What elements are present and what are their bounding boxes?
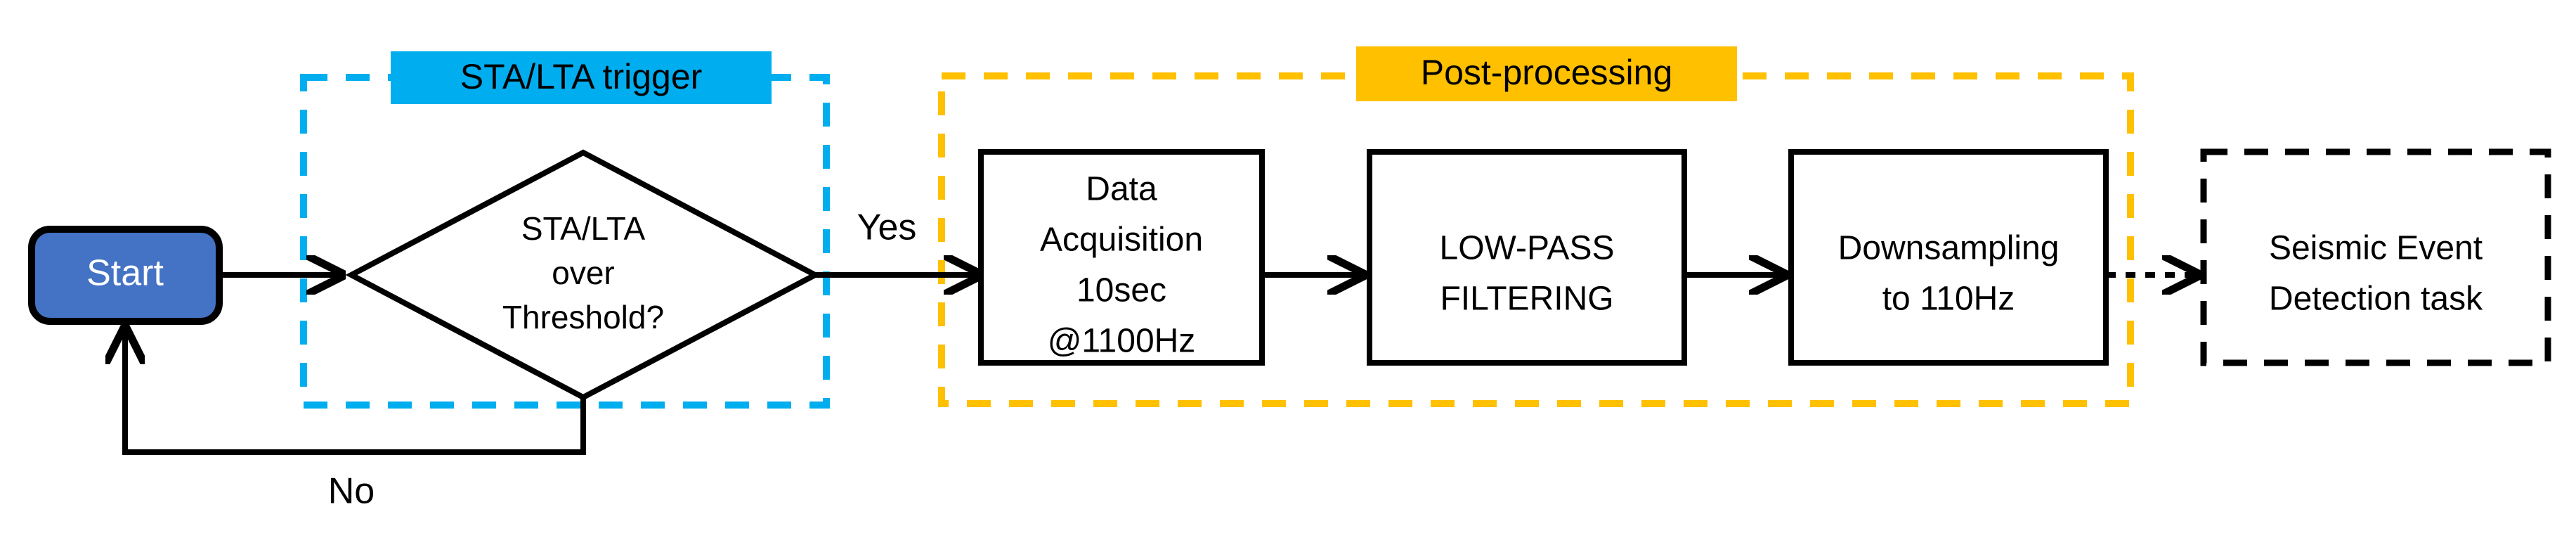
group-label-sta-lta-trigger: STA/LTA trigger — [460, 57, 703, 96]
node-data-acquisition[interactable] — [978, 149, 1265, 366]
node-data-acquisition-line1: Data — [1086, 171, 1157, 208]
group-label-chip-sta-lta-trigger — [391, 51, 772, 104]
node-decision-label-line3: Threshold? — [502, 299, 664, 335]
edge-label-no: No — [328, 471, 375, 512]
node-seismic-event-detection-task[interactable] — [2200, 148, 2551, 366]
node-data-acquisition-line4: @1100Hz — [1048, 323, 1196, 360]
node-low-pass-filtering[interactable] — [1367, 149, 1687, 366]
edge-label-yes: Yes — [857, 207, 917, 248]
node-downsampling-line1: Downsampling — [1838, 230, 2060, 267]
node-downsampling-line2: to 110Hz — [1882, 281, 2015, 318]
node-data-acquisition-line3: 10sec — [1076, 272, 1166, 309]
node-detection-task-line2: Detection task — [2269, 281, 2483, 318]
group-label-chip-post-processing — [1356, 46, 1737, 101]
node-decision-label-line1: STA/LTA — [521, 210, 646, 247]
node-low-pass-line1: LOW-PASS — [1440, 230, 1615, 267]
node-low-pass-line2: FILTERING — [1440, 281, 1613, 318]
node-start-label: Start — [86, 253, 164, 294]
node-decision-label-line2: over — [552, 255, 614, 291]
group-label-post-processing: Post-processing — [1421, 53, 1673, 92]
edge-decision-no-to-start — [125, 328, 586, 455]
node-data-acquisition-line2: Acquisition — [1040, 221, 1203, 259]
node-detection-task-line1: Seismic Event — [2269, 230, 2483, 267]
node-downsampling[interactable] — [1788, 149, 2109, 366]
